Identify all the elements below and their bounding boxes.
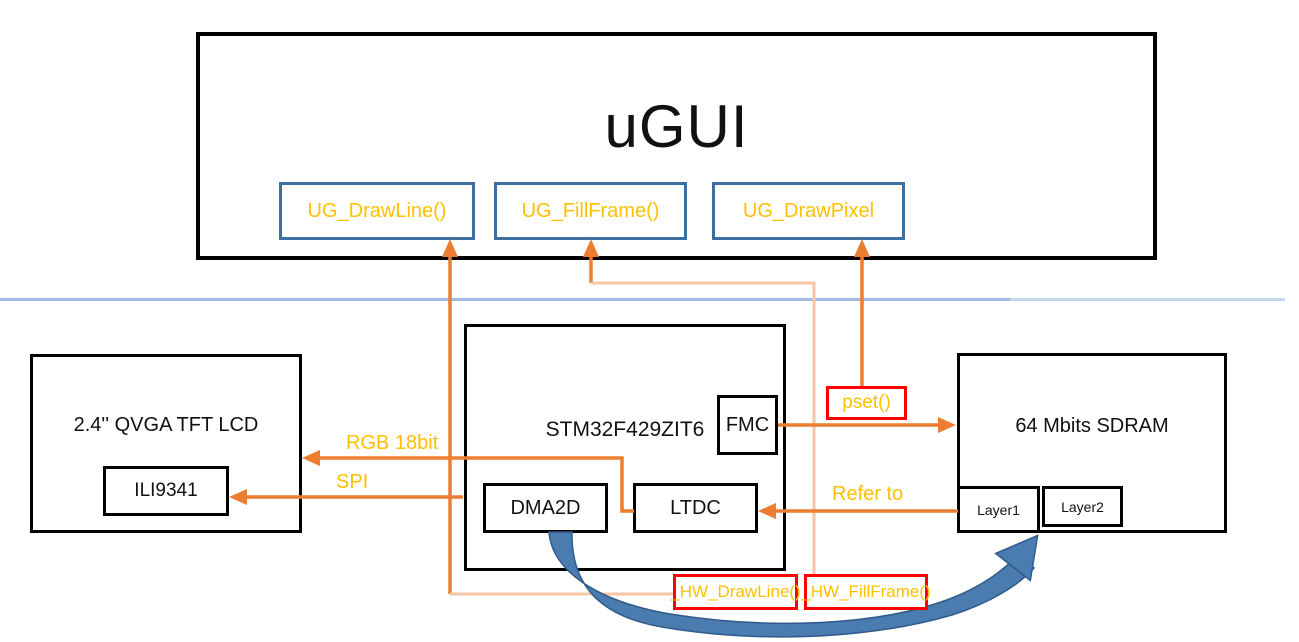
layer1-box: Layer1 <box>957 486 1040 533</box>
layer2-box: Layer2 <box>1042 486 1123 527</box>
ug-drawline-box: UG_DrawLine() <box>279 182 475 240</box>
ug-drawpixel-box: UG_DrawPixel <box>712 182 905 240</box>
hw-fillframe-label: _HW_FillFrame() <box>801 582 931 601</box>
dma2d-box: DMA2D <box>483 483 608 533</box>
lcd-title: 2.4'' QVGA TFT LCD <box>73 413 259 436</box>
fmc-label: FMC <box>725 413 770 436</box>
layer1-label: Layer1 <box>977 501 1020 518</box>
ug-fillframe-box: UG_FillFrame() <box>494 182 687 240</box>
ug-drawpixel-label: UG_DrawPixel <box>742 199 875 222</box>
spi-bus-label: SPI <box>336 471 369 493</box>
ili9341-box: ILI9341 <box>103 466 229 516</box>
pset-label: pset() <box>842 392 891 413</box>
mcu-title: STM32F429ZIT6 <box>545 418 705 441</box>
ugui-title: uGUI <box>604 93 749 160</box>
ili9341-label: ILI9341 <box>134 480 198 501</box>
sdram-title: 64 Mbits SDRAM <box>1015 414 1169 437</box>
refer-to-label: Refer to <box>832 483 904 505</box>
ltdc-label: LTDC <box>670 496 721 519</box>
layer2-label: Layer2 <box>1061 498 1104 515</box>
fmc-box: FMC <box>717 395 778 455</box>
ltdc-box: LTDC <box>633 483 758 533</box>
dma2d-label: DMA2D <box>510 496 581 519</box>
ug-drawline-label: UG_DrawLine() <box>307 199 447 222</box>
pset-badge: pset() <box>826 386 907 420</box>
hw-fillframe-badge: _HW_FillFrame() <box>801 574 931 610</box>
ug-drawpixel-connector <box>854 239 870 386</box>
divider-line-dark <box>0 298 1010 301</box>
rgb-bus-label: RGB 18bit <box>346 432 439 454</box>
divider-line-light <box>1010 298 1285 301</box>
ug-fillframe-label: UG_FillFrame() <box>521 199 660 222</box>
hw-drawline-badge: _HW_DrawLine() <box>670 574 801 610</box>
hw-drawline-label: _HW_DrawLine() <box>670 582 801 601</box>
